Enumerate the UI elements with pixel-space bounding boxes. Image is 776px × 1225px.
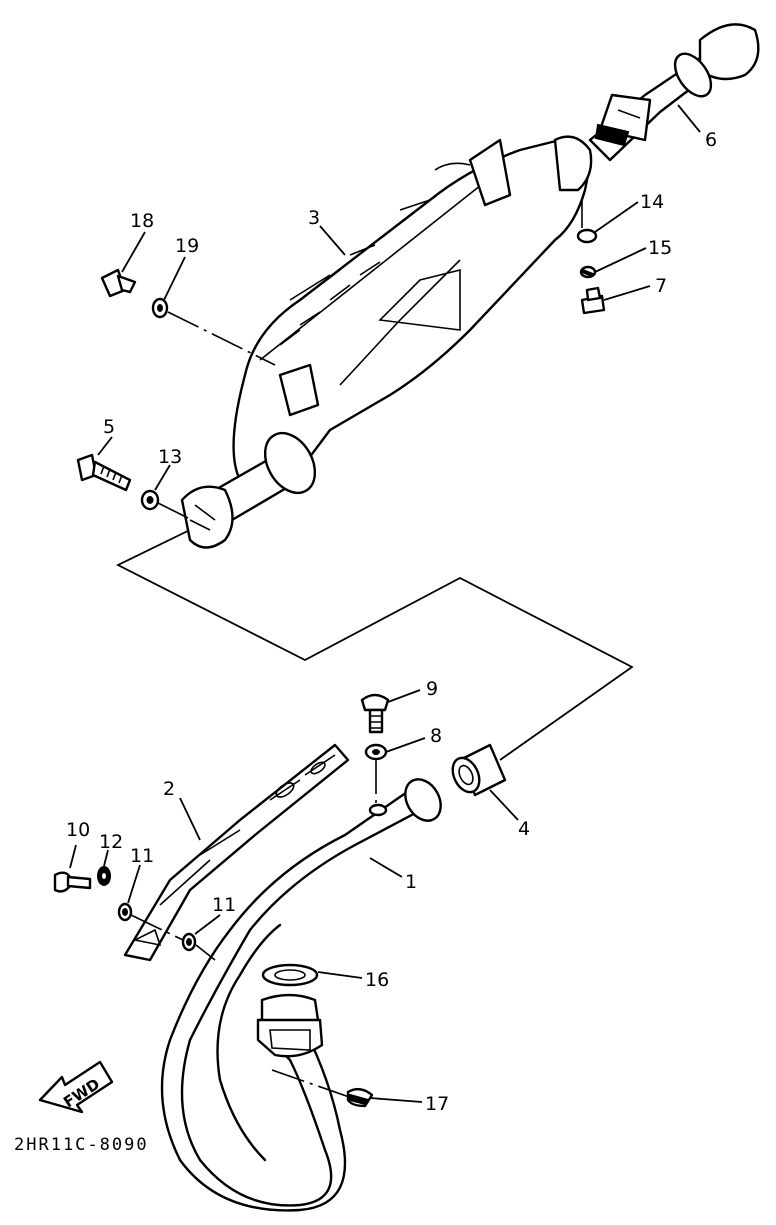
washer-19 (151, 297, 169, 319)
muffler-inlet-pipe (180, 431, 317, 549)
spring-washer-15 (579, 265, 597, 279)
label-11-upper: 11 (130, 845, 154, 867)
label-1: 1 (405, 871, 417, 893)
label-5: 5 (103, 416, 115, 438)
label-3: 3 (308, 207, 320, 229)
bolt-18 (100, 268, 137, 298)
exhaust-pipe-part (160, 778, 442, 1212)
exhaust-flange (256, 993, 324, 1058)
label-4: 4 (518, 818, 530, 840)
label-15: 15 (648, 237, 672, 259)
washer-11-lower (181, 932, 197, 952)
gasket-16 (261, 963, 319, 987)
drawing-code: 2HR11C-8090 (14, 1135, 149, 1155)
label-10: 10 (66, 819, 90, 841)
label-14: 14 (640, 191, 664, 213)
assembly-link-line (115, 524, 634, 761)
label-2: 2 (163, 778, 175, 800)
label-9: 9 (426, 678, 438, 700)
spring-washer-12 (97, 866, 111, 886)
label-17: 17 (425, 1093, 449, 1115)
label-16: 16 (365, 969, 389, 991)
sleeve-4 (451, 743, 507, 797)
nut-17 (346, 1087, 374, 1108)
bolt-5 (76, 453, 132, 492)
washer-14 (576, 228, 598, 244)
washer-8 (364, 743, 388, 761)
label-19: 19 (175, 235, 199, 257)
label-13: 13 (158, 446, 182, 468)
bracket-part-2 (123, 743, 350, 962)
tail-pipe-part (588, 23, 760, 162)
muffler-part (232, 135, 593, 490)
label-11-lower: 11 (212, 894, 236, 916)
fwd-arrow-icon: FWD (38, 1060, 114, 1114)
label-12: 12 (99, 831, 123, 853)
label-8: 8 (430, 725, 442, 747)
bolt-9 (360, 693, 390, 734)
label-18: 18 (130, 210, 154, 232)
label-6: 6 (705, 129, 717, 151)
washer-11-upper (117, 902, 133, 922)
washer-13 (140, 489, 160, 511)
label-7: 7 (655, 275, 667, 297)
bolt-10 (53, 871, 92, 893)
bolt-7 (580, 286, 606, 315)
